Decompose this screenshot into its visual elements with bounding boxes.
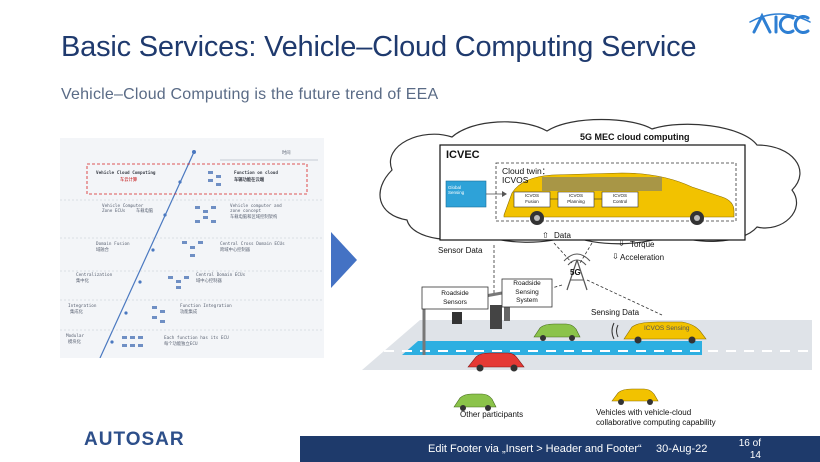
arrow-down-icon: ⇩ <box>612 252 619 261</box>
evolution-graphic <box>60 150 324 358</box>
stage-label-en: Modular <box>66 334 85 339</box>
stage-desc-cn: 每个功能独立ECU <box>164 342 198 347</box>
module-fusion: ICVOS Fusion <box>524 193 539 204</box>
stage-desc-cn: 车辆功能在云端 <box>234 178 265 183</box>
page-title: Basic Services: Vehicle–Cloud Computing … <box>61 31 697 63</box>
stage-label-en: Vehicle Cloud Computing <box>96 171 156 176</box>
footer-date: 30-Aug-22 <box>656 443 708 455</box>
stage-desc-en: Vehicle computer and zone concept <box>230 204 282 215</box>
roadside-system-label: Roadside Sensing System <box>513 280 541 304</box>
cloud-label: 5G MEC cloud computing <box>580 132 690 142</box>
footer-text: Edit Footer via „Insert > Header and Foo… <box>428 443 642 455</box>
page-subtitle: Vehicle–Cloud Computing is the future tr… <box>61 86 439 103</box>
sensing-data-label: Sensing Data <box>591 308 640 317</box>
module-control: ICVOS Control <box>612 193 628 204</box>
sensor-data-label: Sensor Data <box>438 246 483 255</box>
vehicle-cloud-graphic <box>362 118 812 411</box>
module-planning: ICVOS Planning <box>567 193 585 204</box>
stage-label-en: Vehicle Computer Zone ECUs <box>102 204 144 215</box>
footer-brand-area <box>0 436 300 462</box>
stage-label-en: Centralization <box>76 273 113 278</box>
arrow-down-icon: ⇩ <box>618 239 625 248</box>
stage-desc-cn: 跨域中心控制器 <box>220 248 251 253</box>
stage-label-cn: 模块化 <box>68 340 81 345</box>
data-label: Data <box>554 231 571 240</box>
stage-label-cn: 车载电脑 <box>136 209 154 214</box>
icvos-sensing-label: ICVOS Sensing <box>644 325 690 332</box>
autosar-logo: AUTOSAR <box>84 429 185 450</box>
page-number: 16 of 14 <box>738 438 761 461</box>
arrow-right-icon <box>331 232 357 288</box>
stage-desc-cn: 域中心控制器 <box>196 279 222 284</box>
torque-label: Torque <box>630 240 655 249</box>
time-label: 时间 <box>282 151 291 156</box>
other-participants-label: Other participants <box>460 410 524 419</box>
stage-label-cn: 集成化 <box>70 310 83 315</box>
stage-desc-cn: 车载电脑和区域控制架构 <box>230 215 278 220</box>
acceleration-label: Acceleration <box>620 253 665 262</box>
vehicles-capability-label: Vehicles with vehicle-cloud collaborativ… <box>596 408 716 427</box>
aicc-logo <box>749 12 811 34</box>
vehicle-cloud-diagram: 5G MEC cloud computing ICVEC Cloud twin：… <box>362 115 812 435</box>
stage-desc-en: Each function has its ECU <box>164 336 229 341</box>
cloud-twin-label: Cloud twin： <box>502 166 551 176</box>
stage-desc-en: Function Integration <box>180 304 232 309</box>
fiveg-label: 5G <box>570 268 581 277</box>
stage-desc-en: Central Cross Domain ECUs <box>220 242 285 247</box>
evolution-diagram: 时间 Vehicle Cloud Computing 车云计算 Function… <box>60 138 324 358</box>
stage-desc-en: Central Domain ECUs <box>196 273 246 278</box>
stage-label-en: Domain Fusion <box>96 242 130 247</box>
stage-label-cn: 车云计算 <box>120 178 138 183</box>
stage-label-en: Integration <box>68 304 97 309</box>
global-sensing-label: Global Sensing <box>448 185 465 195</box>
stage-desc-cn: 功能集成 <box>180 310 198 315</box>
icvos-label: ICVOS <box>502 175 529 185</box>
stage-label-cn: 集中化 <box>76 279 89 284</box>
icvec-label: ICVEC <box>446 149 480 161</box>
stage-desc-en: Function on cloud <box>234 171 278 176</box>
footer-bar <box>0 436 820 462</box>
stage-label-cn: 域融合 <box>96 248 109 253</box>
roadside-sensors-label: Roadside Sensors <box>441 290 469 306</box>
arrow-up-icon: ⇧ <box>542 231 549 240</box>
